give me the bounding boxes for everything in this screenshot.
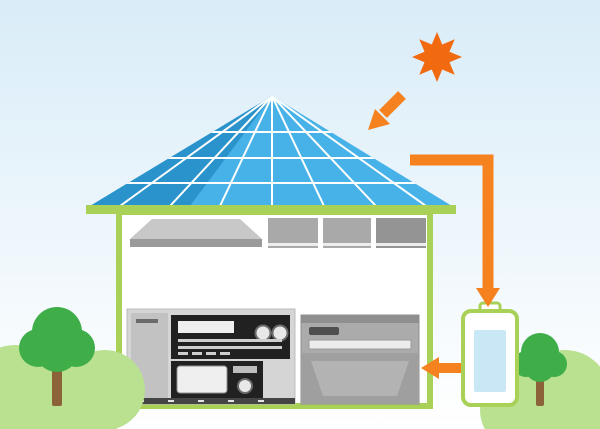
door-handle xyxy=(136,319,158,323)
range-hood xyxy=(130,219,262,247)
microwave-window xyxy=(176,365,228,394)
arrow-shaft xyxy=(379,91,406,118)
panel-grid-line xyxy=(119,96,273,206)
panel-grid-line xyxy=(169,96,273,206)
panel-dash xyxy=(178,352,188,355)
kickboard-mark xyxy=(228,400,234,402)
panel-dash xyxy=(206,352,216,355)
bush-blob xyxy=(555,367,600,429)
house xyxy=(86,96,456,409)
panel-stripe xyxy=(178,339,282,342)
window-mullion xyxy=(318,218,323,248)
dishwasher xyxy=(300,314,420,405)
panel-grid-line xyxy=(271,96,325,206)
arrow-sun-to-roof xyxy=(368,91,406,130)
microwave-oven xyxy=(171,361,263,398)
tree-canopy xyxy=(19,307,95,372)
kickboard-strip xyxy=(127,398,295,404)
microwave-display xyxy=(233,366,257,373)
storage-battery xyxy=(461,301,519,407)
roof-side-face xyxy=(90,96,272,206)
right-tree xyxy=(513,333,567,406)
window-mullion xyxy=(371,218,376,248)
dishwasher-front-panel xyxy=(311,361,409,396)
microwave-knob xyxy=(237,378,253,394)
battery-cell xyxy=(474,330,506,392)
upper-windows xyxy=(268,218,426,248)
control-knob xyxy=(254,324,272,342)
arrow-shaft xyxy=(410,154,494,288)
arrow-head xyxy=(421,357,439,379)
window-sill xyxy=(268,243,426,246)
hood-band xyxy=(130,239,262,247)
sun-core xyxy=(423,43,451,71)
arrow-head xyxy=(476,288,500,307)
kickboard-mark xyxy=(258,400,264,402)
arrow-head xyxy=(368,109,390,130)
tree-canopy xyxy=(513,333,567,382)
energy-flow-arrows xyxy=(368,91,500,379)
panel-dash xyxy=(192,352,202,355)
sun-icon xyxy=(412,32,462,82)
arrow-battery-to-appliances xyxy=(421,357,461,379)
left-tree xyxy=(19,307,95,406)
panel-grid-line xyxy=(219,96,273,206)
hood-top xyxy=(130,219,262,239)
kickboard-mark xyxy=(198,400,204,402)
control-panel-display xyxy=(178,321,234,333)
kickboard-mark xyxy=(168,400,174,402)
canopy-blob xyxy=(35,328,79,372)
panel-stripe xyxy=(178,346,282,349)
dishwasher-top-strip xyxy=(301,315,419,323)
kitchen-control-panel xyxy=(171,315,290,359)
panel-grid-line xyxy=(271,96,377,206)
kitchen-unit xyxy=(126,308,296,405)
panel-dash xyxy=(220,352,230,355)
canopy-blob xyxy=(525,352,555,382)
control-knob xyxy=(271,324,289,342)
bush-blob xyxy=(0,376,60,429)
panel-grid-line xyxy=(271,96,427,206)
tree-trunk xyxy=(52,366,62,406)
control-panel-stripes xyxy=(178,339,282,355)
dishwasher-handle xyxy=(309,327,339,335)
dishwasher-slot xyxy=(308,339,412,350)
arrow-roof-to-battery xyxy=(410,154,500,307)
